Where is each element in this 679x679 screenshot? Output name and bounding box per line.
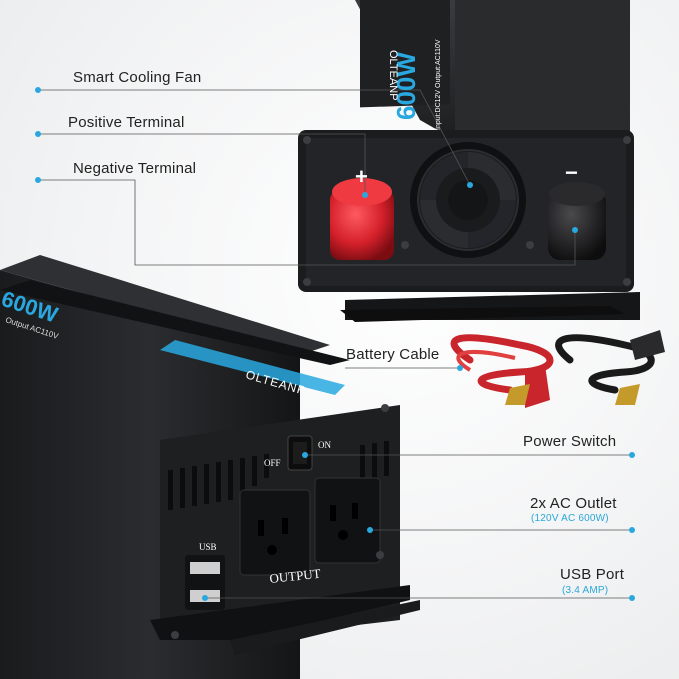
top-brand-mark: OLTEANP xyxy=(387,50,399,101)
ac-outlets xyxy=(239,477,381,576)
rear-unit xyxy=(298,0,640,322)
plus-sign: + xyxy=(355,164,368,189)
callout-negative-terminal: Negative Terminal xyxy=(73,160,197,177)
top-io-spec: Input:DC12V Output:AC110V xyxy=(435,39,442,130)
callout-usb-port: USB Port xyxy=(560,566,625,583)
output-label: OUTPUT xyxy=(269,566,322,586)
battery-cables xyxy=(450,330,665,408)
leader-lines xyxy=(35,87,635,601)
callout-ac-outlet: 2x AC Outlet xyxy=(530,495,617,512)
switch-on-label: ON xyxy=(318,440,331,450)
callout-battery-cable: Battery Cable xyxy=(346,346,440,363)
positive-terminal xyxy=(330,178,394,260)
callout-usb-port-spec: (3.4 AMP) xyxy=(562,585,609,596)
front-unit xyxy=(0,255,420,679)
usb-ports xyxy=(185,555,225,610)
callout-power-switch: Power Switch xyxy=(523,433,617,450)
callout-smart-cooling-fan: Smart Cooling Fan xyxy=(73,69,202,86)
callout-ac-outlet-spec: (120V AC 600W) xyxy=(531,513,609,524)
callout-positive-terminal: Positive Terminal xyxy=(68,114,185,131)
cooling-fan xyxy=(410,142,526,258)
minus-sign: − xyxy=(565,160,578,185)
switch-off-label: OFF xyxy=(264,458,281,468)
negative-terminal xyxy=(548,182,606,260)
top-power-rating: 600W xyxy=(391,52,421,120)
usb-label: USB xyxy=(199,542,217,552)
